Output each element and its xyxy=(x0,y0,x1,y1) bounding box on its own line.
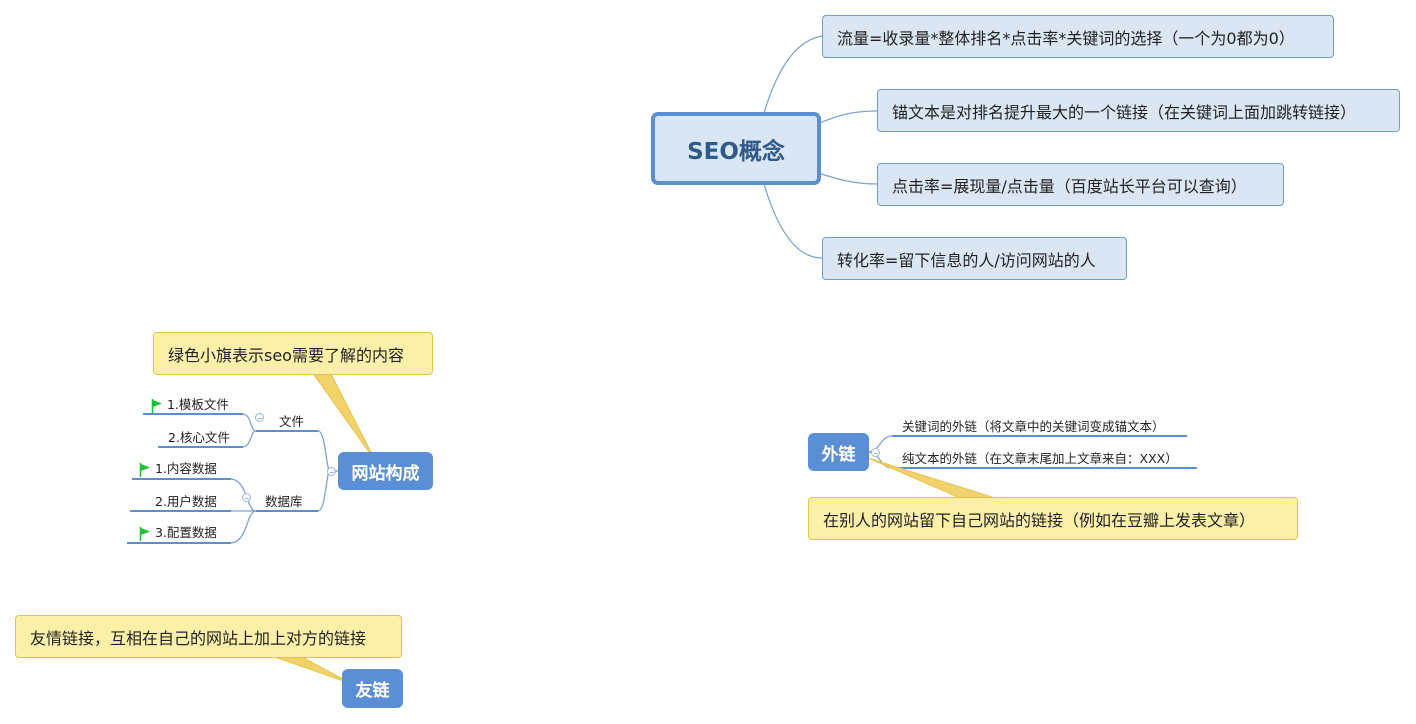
files-collapse-icon[interactable] xyxy=(255,413,264,422)
external-item-plaintext[interactable]: 纯文本的外链（在文章末尾加上文章来自：XXX） xyxy=(902,448,1178,467)
site-branch-files xyxy=(256,430,338,472)
seo-branch-3 xyxy=(814,171,878,185)
seo-item-anchor-text[interactable]: 锚文本是对排名提升最大的一个链接（在关键词上面加跳转链接） xyxy=(877,89,1400,132)
seo-item-ctr[interactable]: 点击率=展现量/点击量（百度站长平台可以查询） xyxy=(877,163,1284,206)
seo-item-traffic[interactable]: 流量=收录量*整体排名*点击率*关键词的选择（一个为0都为0） xyxy=(822,15,1334,58)
external-item-label: 关键词的外链（将文章中的关键词变成锚文本） xyxy=(902,419,1165,434)
files-label-text: 文件 xyxy=(279,414,305,429)
db-item-label: 2.用户数据 xyxy=(155,494,217,509)
seo-central-topic[interactable]: SEO概念 xyxy=(651,112,821,185)
seo-item-label: 锚文本是对排名提升最大的一个链接（在关键词上面加跳转链接） xyxy=(892,102,1357,122)
db-item-user[interactable]: 2.用户数据 xyxy=(155,491,217,510)
friend-note-callout[interactable]: 友情链接，互相在自己的网站上加上对方的链接 xyxy=(15,615,402,658)
seo-item-label: 转化率=留下信息的人/访问网站的人 xyxy=(837,250,1096,270)
seo-branch-1 xyxy=(763,35,823,114)
green-flag-icon xyxy=(151,398,162,413)
external-links-title: 外链 xyxy=(821,444,856,465)
site-structure-title: 网站构成 xyxy=(351,463,420,484)
db-label[interactable]: 数据库 xyxy=(265,491,303,510)
external-note-callout[interactable]: 在别人的网站留下自己网站的链接（例如在豆瓣上发表文章） xyxy=(808,497,1298,540)
site-note-callout[interactable]: 绿色小旗表示seo需要了解的内容 xyxy=(153,332,433,375)
external-item-keyword[interactable]: 关键词的外链（将文章中的关键词变成锚文本） xyxy=(902,416,1165,435)
db-item-label: 3.配置数据 xyxy=(154,525,217,540)
seo-branch-4 xyxy=(763,183,823,259)
site-callout-pointer xyxy=(311,371,377,463)
db-item-config[interactable]: 3.配置数据 xyxy=(139,522,217,541)
db-label-text: 数据库 xyxy=(265,494,303,509)
external-item-label: 纯文本的外链（在文章末尾加上文章来自：XXX） xyxy=(902,451,1178,466)
seo-item-conversion[interactable]: 转化率=留下信息的人/访问网站的人 xyxy=(822,237,1127,280)
db-collapse-icon[interactable] xyxy=(242,493,251,502)
seo-item-label: 流量=收录量*整体排名*点击率*关键词的选择（一个为0都为0） xyxy=(837,28,1295,48)
file-item-label: 2.核心文件 xyxy=(168,430,230,445)
seo-item-label: 点击率=展现量/点击量（百度站长平台可以查询） xyxy=(892,176,1247,196)
file-item-template[interactable]: 1.模板文件 xyxy=(151,394,229,413)
friend-links-title: 友链 xyxy=(355,681,390,701)
files-label[interactable]: 文件 xyxy=(279,411,304,430)
site-note-text: 绿色小旗表示seo需要了解的内容 xyxy=(168,345,404,365)
green-flag-icon xyxy=(139,462,150,477)
site-collapse-icon[interactable] xyxy=(327,467,336,476)
friend-note-text: 友情链接，互相在自己的网站上加上对方的链接 xyxy=(30,628,367,648)
external-collapse-icon[interactable] xyxy=(871,448,880,457)
db-item-content[interactable]: 1.内容数据 xyxy=(139,458,217,477)
seo-title: SEO概念 xyxy=(687,138,785,165)
friend-callout-pointer xyxy=(271,655,353,685)
file-item-core[interactable]: 2.核心文件 xyxy=(168,427,230,446)
seo-branch-2 xyxy=(814,110,878,126)
file-item-label: 1.模板文件 xyxy=(166,397,229,412)
friend-links-topic[interactable]: 友链 xyxy=(342,669,403,708)
db-item-label: 1.内容数据 xyxy=(154,461,217,476)
site-structure-topic[interactable]: 网站构成 xyxy=(338,452,433,490)
external-links-topic[interactable]: 外链 xyxy=(808,433,869,471)
external-note-text: 在别人的网站留下自己网站的链接（例如在豆瓣上发表文章） xyxy=(823,510,1256,530)
green-flag-icon xyxy=(139,526,150,541)
